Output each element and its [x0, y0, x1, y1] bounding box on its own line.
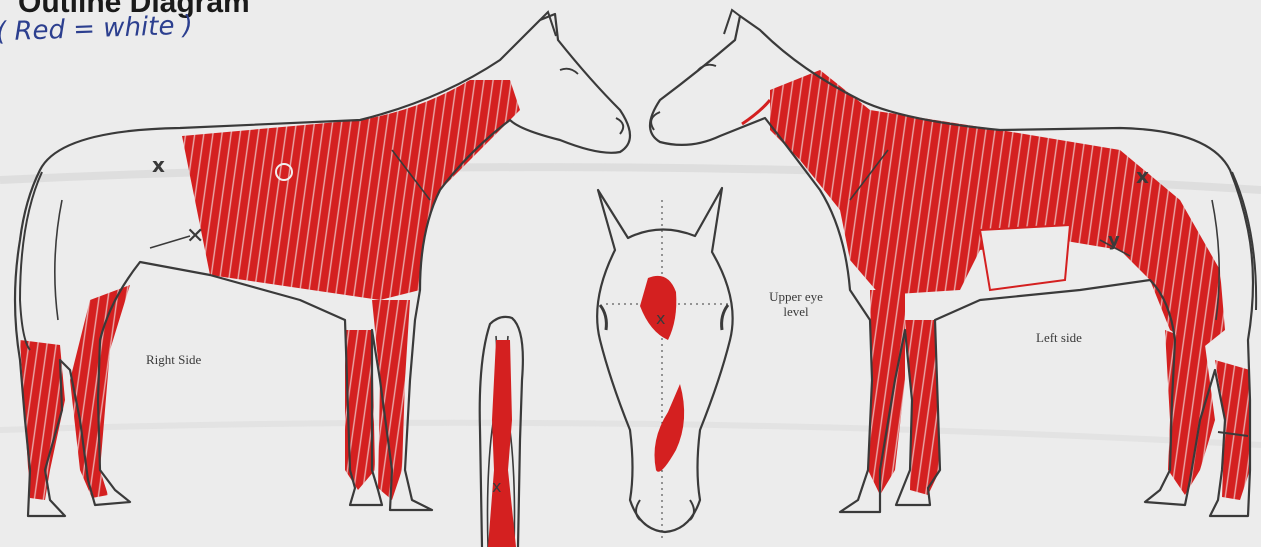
right-side-label: Right Side	[146, 352, 201, 368]
svg-text:x: x	[1136, 164, 1149, 188]
svg-text:x: x	[656, 309, 665, 328]
left-side-label: Left side	[1036, 330, 1082, 346]
svg-text:x: x	[492, 477, 501, 496]
marking-white-patch	[980, 225, 1070, 290]
svg-text:x: x	[152, 153, 165, 177]
upper-eye-level-label: Upper eye level	[757, 289, 835, 319]
